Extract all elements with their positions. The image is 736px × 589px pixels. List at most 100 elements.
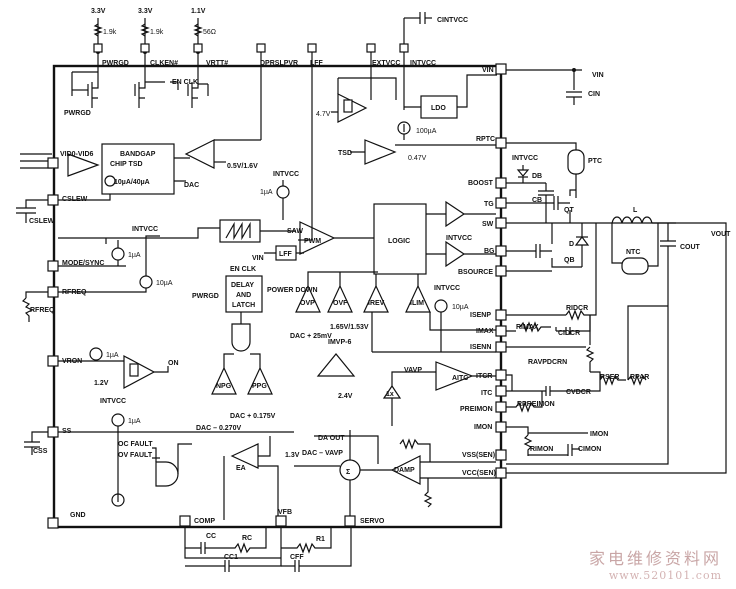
intvcc-label-4: INTVCC [132,226,158,233]
pin-isenp: ISENP [470,312,491,319]
pin-tg: TG [484,201,494,208]
buffer-1x: 1x [386,391,394,398]
pwrgd-out-label: PWRGD [64,110,91,117]
ppg-label: PPG [252,383,267,390]
vout-label: VOUT [711,231,731,238]
pin-imax: IMAX [476,328,494,335]
watermark-url: www.520101.com [608,569,722,582]
cap-cintvcc: CINTVCC [437,17,468,24]
current-100ua: 100µA [416,128,437,135]
pin-itc: ITC [481,390,492,397]
pin-bsource: BSOURCE [458,269,493,276]
pin-rptc: RPTC [476,136,495,143]
pullup-2-value: 1.9k [150,29,164,36]
ovp-label: OVP [300,300,315,307]
fet-qb: QB [564,257,575,264]
ref-165-153: 1.65V/1.53V [330,324,369,331]
vref-4v7: 4.7V [316,111,331,118]
pullup-3-value: 56Ω [203,29,216,36]
aitc-label: AITC [452,375,468,382]
cap-cslew: CSLEW [29,218,55,225]
ovf-label: OVF [333,300,348,307]
pin-isenn: ISENN [470,344,491,351]
cap-cidcr: CIDCR [558,330,580,337]
current-1ua-4: 1µA [128,418,141,425]
ntc-label: NTC [626,249,640,256]
dac-vavp: DAC – VAVP [302,450,343,457]
en-clk-label: EN CLK [172,79,198,86]
res-rimax: RIMAX [516,324,539,331]
on-label: ON [168,360,179,367]
res-rfreq: RFREQ [30,307,55,314]
intvcc-label-2: INTVCC [446,235,472,242]
delay-label-1: DELAY [231,282,254,289]
fet-qt: QT [564,207,574,214]
vron-ref: 1.2V [94,380,109,387]
cap-cc: CC [206,533,216,540]
current-1ua-3: 1µA [106,352,119,359]
dac-25mv: DAC + 25mV [290,333,332,340]
current-1ua-1: 1µA [260,189,273,196]
vavp-label: VAVP [404,367,422,374]
dac-0175: DAC + 0.175V [230,413,276,420]
pin-boost: BOOST [468,180,494,187]
delay-label-2: AND [236,292,251,299]
ov-fault: OV FAULT [118,452,153,459]
watermark: 家电维修资料网 www.520101.com [589,545,722,582]
bandgap-tsd: CHIP TSD [110,161,143,168]
res-rpreimon: RPREIMON [517,401,555,408]
pullup-1-value: 1.9k [103,29,117,36]
intvcc-label-5: INTVCC [100,398,126,405]
ea-label: EA [236,465,246,472]
pin-sw: SW [482,221,494,228]
current-10ua-b: 10µA [452,304,469,311]
delay-label-3: LATCH [232,302,255,309]
ext-imon: IMON [590,431,608,438]
supply-1-label: 3.3V [91,8,106,15]
pin-clken: CLKEN# [150,60,178,67]
cap-cimon: CIMON [578,446,601,453]
intvcc-label-3: INTVCC [434,285,460,292]
pin-lff: LFF [310,60,324,67]
pin-vsssen: VSS(SEN) [462,452,495,459]
tsd-label: TSD [338,150,352,157]
logic-label: LOGIC [388,238,410,245]
pin-bg: BG [484,248,495,255]
res-r1: R1 [316,536,325,543]
res-rimon: RIMON [530,446,553,453]
supply-3-label: 1.1V [191,8,206,15]
ref-2v4: 2.4V [338,393,353,400]
pin-intvcc: INTVCC [410,60,436,67]
ref-0v47: 0.47V [408,155,427,162]
current-1ua-2: 1µA [128,252,141,259]
sigma-symbol: Σ [346,469,350,476]
pin-vrtt: VRTT# [206,60,228,67]
supply-pullups: 3.3V 3.3V 1.1V 1.9k 1.9k 56Ω [91,8,216,66]
pwrgd-internal: PWRGD [192,293,219,300]
cap-cvdcr: CVDCR [566,389,591,396]
supply-2-label: 3.3V [138,8,153,15]
delay-latch-block [225,275,263,313]
cap-cout: COUT [680,244,701,251]
ilim-label: ILIM [410,300,424,307]
logic-block [373,203,427,275]
damp-label: DAMP [394,467,415,474]
bandgap-current: 10µA/40µA [114,179,150,186]
pin-vccsen: VCC(SEN) [462,470,496,477]
top-pins [93,43,409,53]
left-pin-squares [47,260,59,529]
pin-imon: IMON [474,424,492,431]
cap-cc1: CC1 [224,554,238,561]
res-rser: RSER [600,374,619,381]
right-pin-squares [495,177,507,479]
power-down-label: POWER DOWN [267,287,318,294]
imvp6-label: IMVP-6 [328,339,351,346]
vin-small-label: VIN [252,255,264,262]
ref-0v5-1v6: 0.5V/1.6V [227,163,258,170]
ptc-thermistor [567,149,585,175]
pin-extvcc: EXTVCC [372,60,400,67]
diode-d: D [569,241,574,248]
cap-cb: CB [532,197,542,204]
irev-label: IREV [368,300,385,307]
